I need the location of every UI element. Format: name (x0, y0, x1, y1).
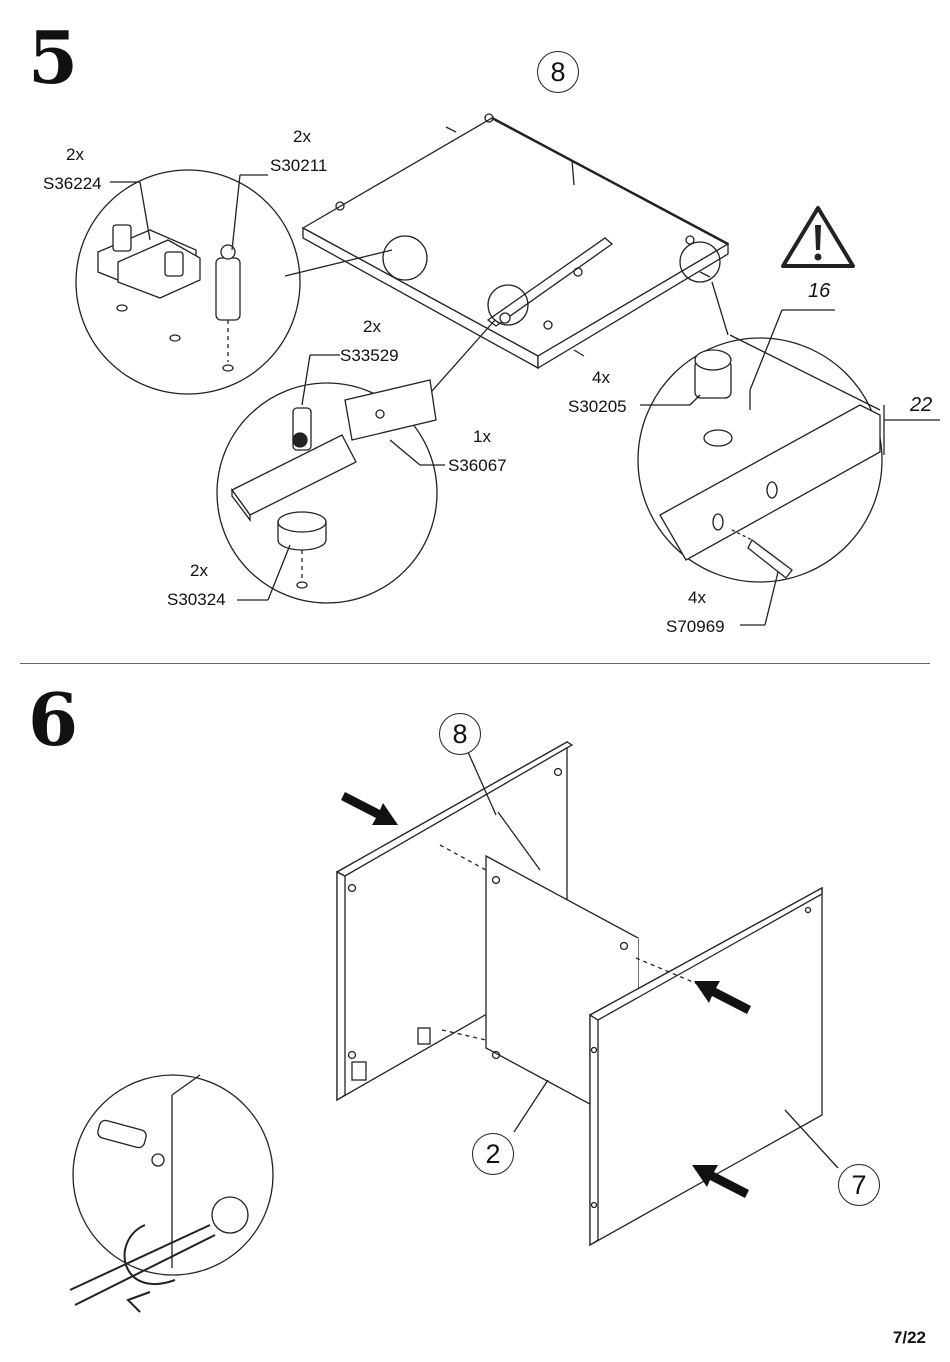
dimension-label: 16 (808, 280, 831, 302)
detail-circle-hinge (75, 169, 428, 395)
part-qty: 2x (363, 317, 381, 336)
panel-callout: 2 (472, 1133, 514, 1175)
detail-circle-cam (637, 241, 940, 626)
part-qty: 2x (66, 145, 84, 164)
part-qty: 4x (592, 368, 610, 387)
panel-callout: 8 (439, 713, 481, 755)
step-number: 6 (28, 677, 79, 762)
part-code: S30205 (568, 397, 627, 416)
part-qty: 4x (688, 588, 706, 607)
warning-icon (781, 206, 855, 268)
arrow-icon (341, 792, 751, 1198)
dimension-label: 22 (910, 394, 933, 416)
part-code: S30324 (167, 590, 226, 609)
detail-circle-screwdriver (69, 1074, 274, 1313)
detail-circle-rail (216, 284, 529, 604)
part-code: S36067 (448, 456, 507, 475)
page-number: 7/22 (892, 1328, 926, 1347)
step-number: 5 (28, 15, 79, 100)
panel-callout: 7 (838, 1164, 880, 1206)
part-qty: 2x (190, 561, 208, 580)
part-code: S70969 (666, 617, 725, 636)
part-code: S33529 (340, 346, 399, 365)
assembly-panels-step6 (335, 740, 839, 1247)
panel-callout: 8 (537, 51, 579, 93)
section-divider (20, 663, 930, 664)
part-qty: 1x (473, 427, 491, 446)
panel-8-board (301, 113, 730, 370)
part-qty: 2x (293, 127, 311, 146)
part-code: S36224 (43, 174, 102, 193)
part-code: S30211 (270, 156, 328, 175)
